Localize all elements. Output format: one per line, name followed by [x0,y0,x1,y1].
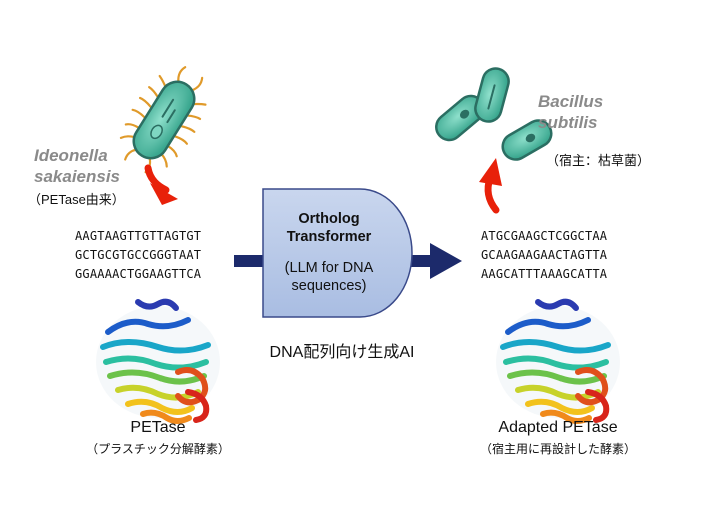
right-organism-name: Bacillus subtilis [538,91,603,133]
model-title-line1: Ortholog [298,211,360,227]
petase-protein-left [96,298,220,424]
left-protein-name: PETase [130,419,186,436]
right-organism-name-line1: Bacillus [538,92,604,111]
model-sub-line1: (LLM for DNA [284,260,374,276]
model-label: Ortholog Transformer (LLM for DNA sequen… [263,210,395,295]
left-organism-name-line2: sakaiensis [34,167,121,186]
right-dna-sequence: ATGCGAAGCTCGGCTAA GCAAGAAGAACTAGTTA AAGC… [481,227,607,284]
model-sub-line2: sequences) [291,278,367,294]
right-host-note: （宿主：枯草菌） [546,153,651,168]
left-dna-line: GCTGCGTGCCGGGTAAT [75,248,202,262]
bacillus-cell-3 [501,119,553,161]
right-dna-line: GCAAGAAGAACTAGTTA [481,248,608,262]
right-protein-name: Adapted PETase [498,419,618,436]
left-dna-line: GGAAAACTGGAAGTTCA [75,267,202,281]
right-dna-line: ATGCGAAGCTCGGCTAA [481,229,608,243]
petase-protein-right [496,298,620,424]
model-caption: DNA配列向け生成AI [269,344,415,361]
ideonella-bacterium [119,66,207,174]
left-protein-note: （プラスチック分解酵素） [86,442,230,456]
right-protein-note: （宿主用に再設計した酵素） [479,442,636,456]
left-origin-note: （PETase由来） [28,192,125,207]
left-organism-name-line1: Ideonella [34,146,108,165]
model-box [262,188,413,318]
model-title-line2: Transformer [286,229,372,245]
left-dna-line: AAGTAAGTTGTTAGTGT [75,229,202,243]
red-arrow-left [144,164,178,205]
red-arrow-right [479,158,502,214]
right-dna-line: AAGCATTTAAAGCATTA [481,267,608,281]
bacillus-cell-2 [474,67,510,123]
left-organism-name: Ideonella sakaiensis [34,145,120,187]
left-dna-sequence: AAGTAAGTTGTTAGTGT GCTGCGTGCCGGGTAAT GGAA… [75,227,201,284]
flow-arrow-out [406,243,462,279]
right-organism-name-line2: subtilis [538,113,598,132]
